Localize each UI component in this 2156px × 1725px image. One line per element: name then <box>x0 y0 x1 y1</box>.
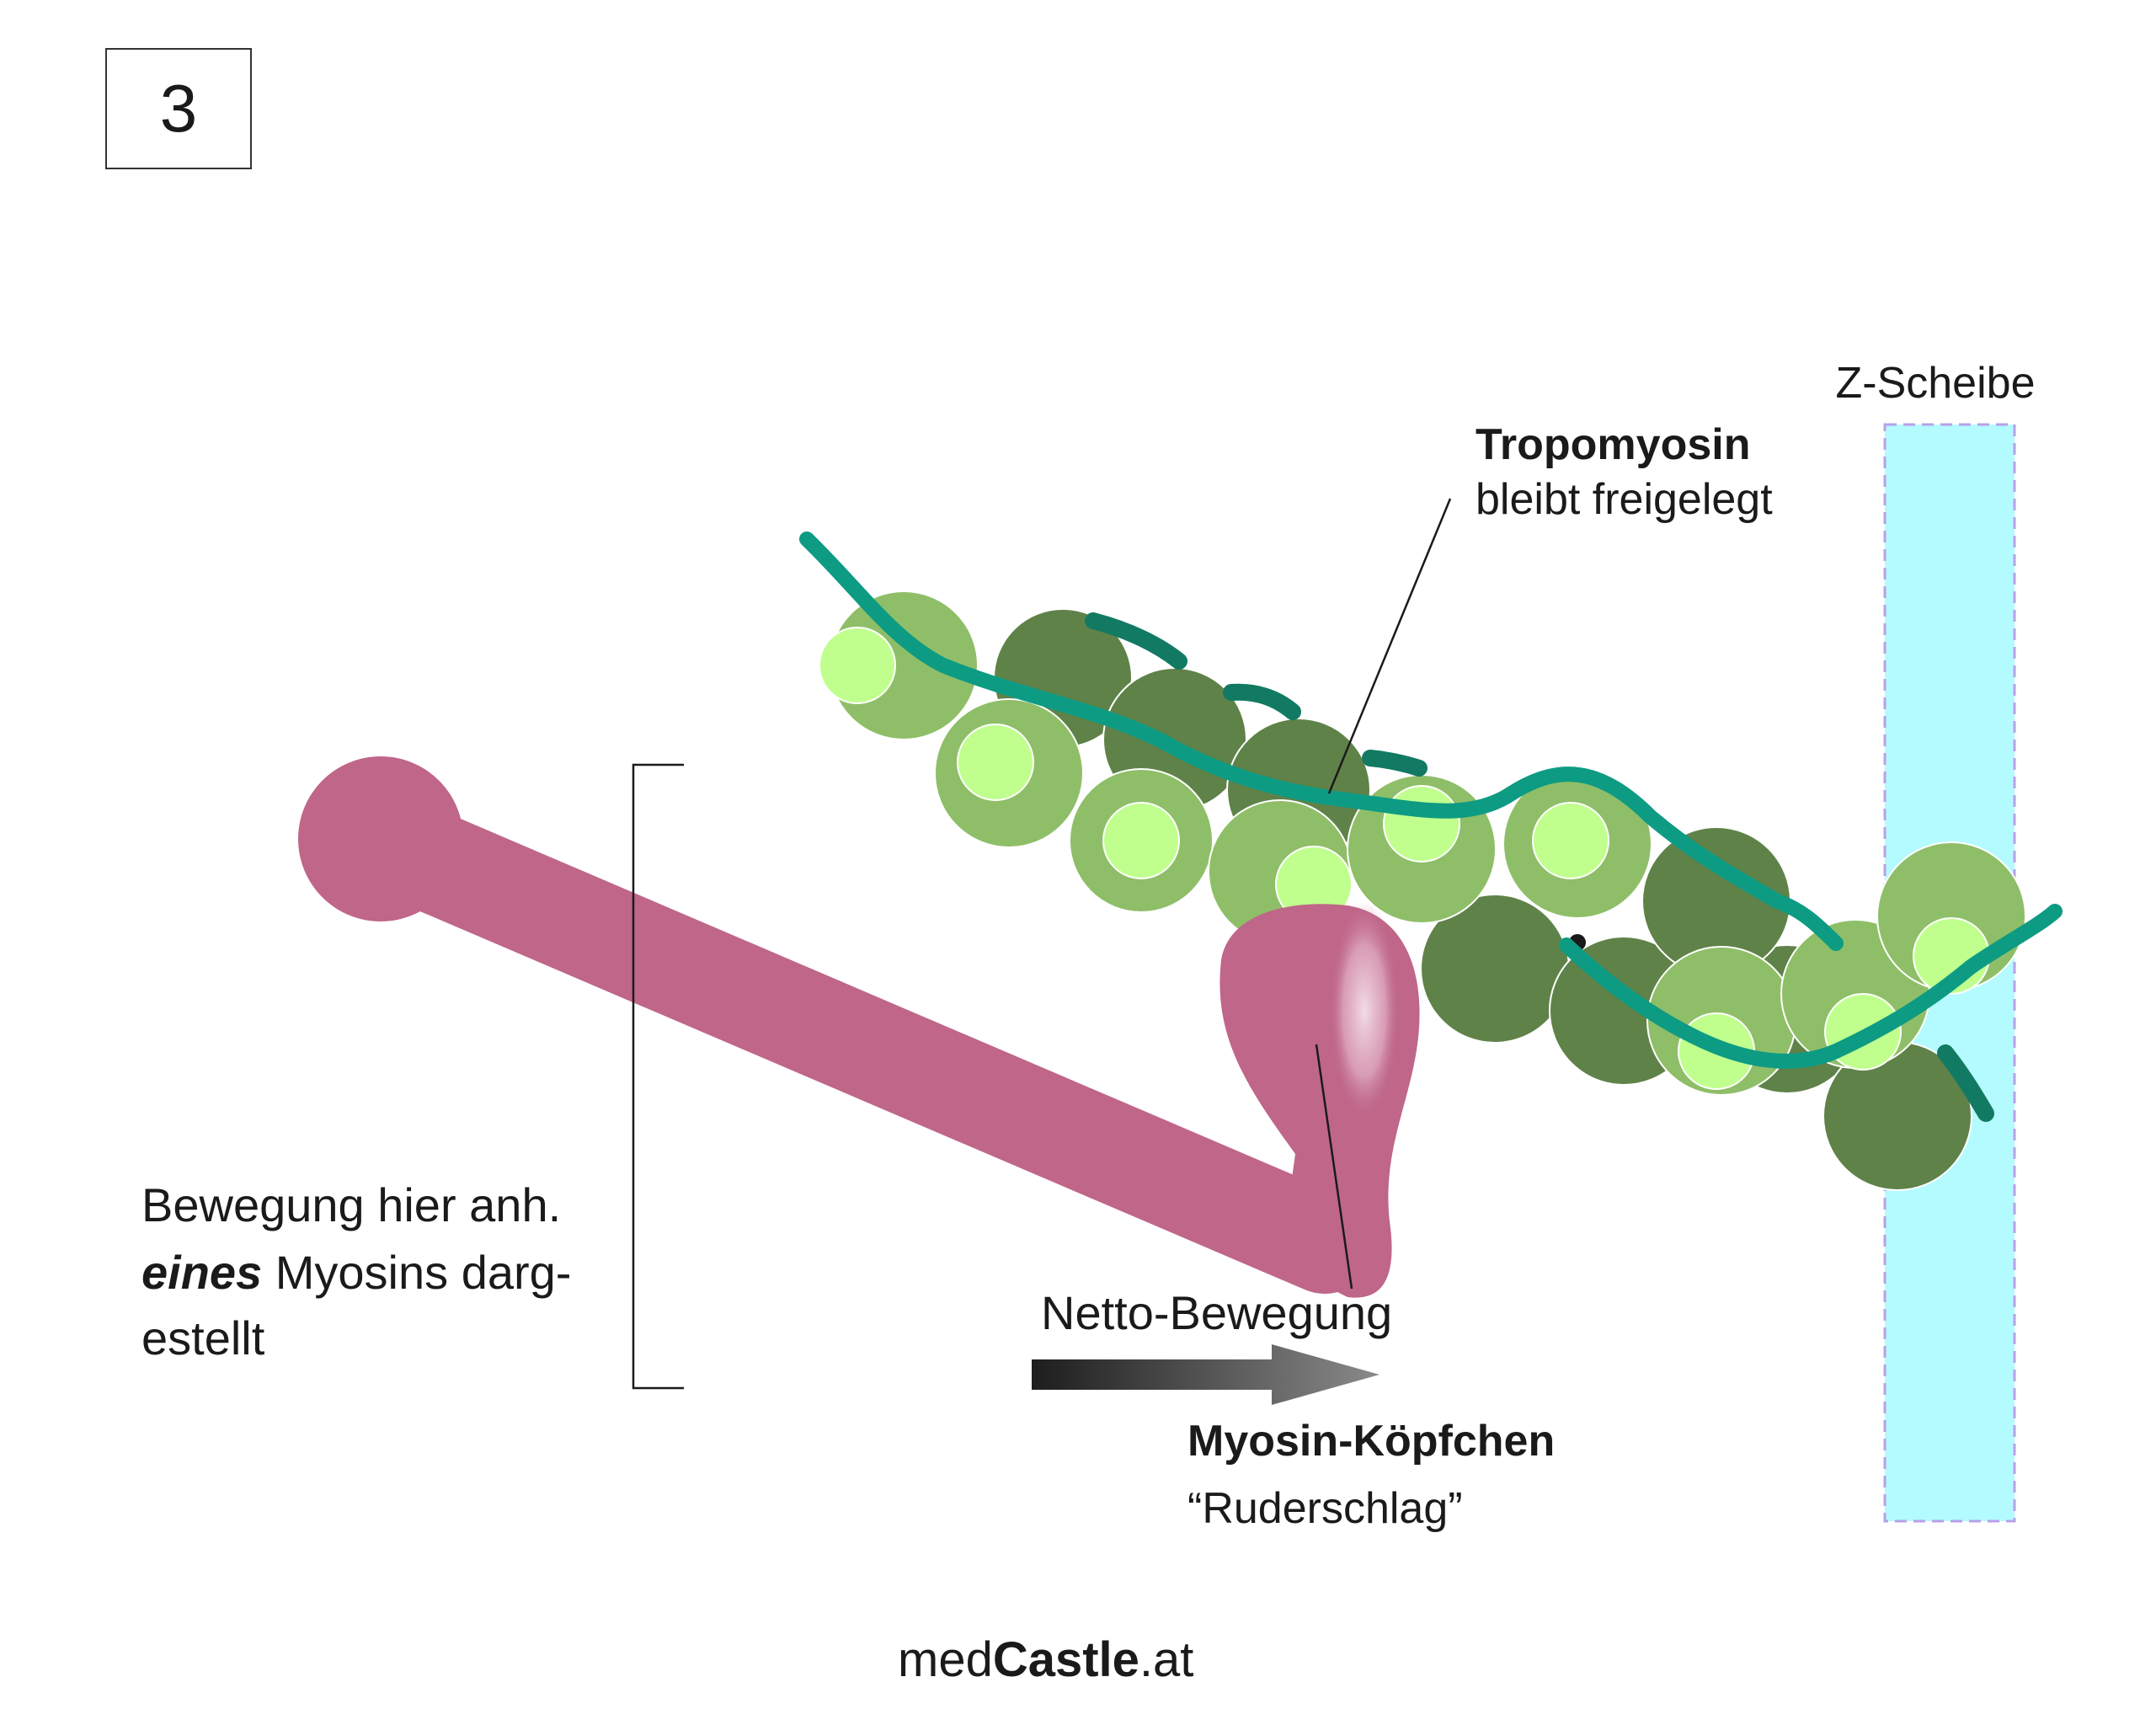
actin-binding-site <box>957 724 1034 801</box>
movement-note-rest: Myosins darg- <box>262 1246 571 1299</box>
step-number: 3 <box>160 71 198 146</box>
brand-castle: Castle <box>993 1632 1139 1687</box>
tropomyosin-subtitle: bleibt freigelegt <box>1476 475 1773 524</box>
tropomyosin-lower <box>1559 904 2063 1069</box>
actin-binding-site <box>819 627 896 704</box>
myosin-head-leader <box>1315 1044 1353 1290</box>
step-box: 3 <box>105 48 252 169</box>
net-movement-label: Netto-Bewegung <box>1041 1286 1392 1339</box>
myosin-filament <box>298 756 1420 1298</box>
movement-note-line2: eines Myosins darg- <box>141 1246 571 1299</box>
movement-note-line3: estellt <box>141 1311 265 1365</box>
movement-note-line1: Bewegung hier anh. <box>141 1178 561 1231</box>
myosin-head-highlight <box>1329 901 1400 1120</box>
actin-binding-site <box>1102 802 1180 879</box>
brand-logo: medCastle.at <box>898 1632 1193 1687</box>
tropomyosin-title: Tropomyosin <box>1476 420 1750 469</box>
troponin-segment <box>1223 683 1301 720</box>
leader-lines <box>1315 498 1452 1290</box>
actin-binding-site <box>1532 802 1609 879</box>
myosin-rod <box>333 790 1375 1294</box>
troponin-segments <box>1085 612 1994 1122</box>
right-arrow-icon <box>1032 1344 1380 1405</box>
troponin-segment <box>1085 612 1187 670</box>
tropomyosin-upper <box>799 531 1844 951</box>
z-disc-label: Z-Scheibe <box>1836 359 2036 408</box>
actin-binding-site <box>1383 785 1460 862</box>
brand-med: med <box>898 1632 993 1687</box>
tropomyosin-strands <box>799 531 2063 1069</box>
myosin-knob <box>298 756 463 921</box>
tropomyosin-leader <box>1327 498 1452 794</box>
myosin-head-title: Myosin-Köpfchen <box>1187 1417 1555 1466</box>
troponin-segment <box>1937 1044 1994 1122</box>
bracket <box>632 763 684 1390</box>
troponin-segment <box>1362 750 1428 777</box>
myosin-head-subtitle: “Ruderschlag” <box>1187 1484 1463 1533</box>
movement-note-emphasis: eines <box>141 1246 262 1299</box>
brand-suffix: .at <box>1139 1632 1194 1687</box>
